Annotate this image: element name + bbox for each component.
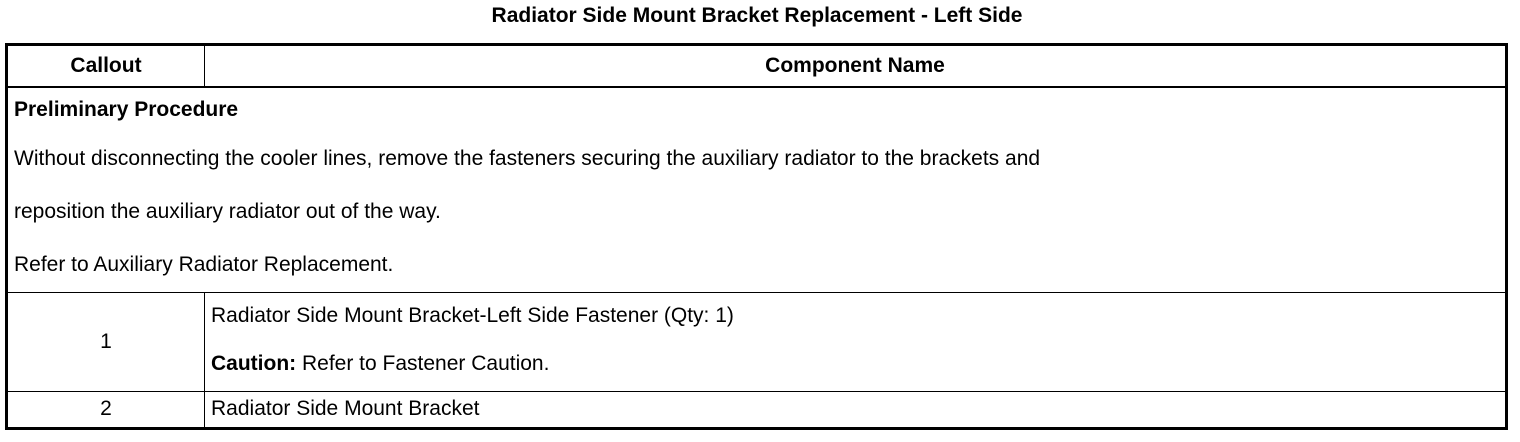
caution-label: Caution: xyxy=(211,351,297,375)
preliminary-procedure-heading: Preliminary Procedure xyxy=(14,97,239,121)
callout-number: 2 xyxy=(6,390,205,429)
table-row: 1 Radiator Side Mount Bracket-Left Side … xyxy=(6,291,1507,392)
caution-note: Caution: Refer to Fastener Caution. xyxy=(211,338,1499,390)
component-name: Radiator Side Mount Bracket-Left Side Fa… xyxy=(211,303,734,327)
callout-number: 1 xyxy=(6,291,205,392)
caution-text: Refer to Fastener Caution. xyxy=(296,351,550,375)
component-name-column-header: Component Name xyxy=(204,44,1507,88)
callout-column-header: Callout xyxy=(6,44,205,88)
preliminary-step-line: reposition the auxiliary radiator out of… xyxy=(14,199,441,223)
preliminary-step-line: Without disconnecting the cooler lines, … xyxy=(14,146,1041,170)
table-row: 2 Radiator Side Mount Bracket xyxy=(6,390,1507,429)
preliminary-reference-line: Refer to Auxiliary Radiator Replacement. xyxy=(14,252,394,276)
preliminary-procedure-cell: Preliminary Procedure Without disconnect… xyxy=(6,86,1507,293)
page-title: Radiator Side Mount Bracket Replacement … xyxy=(491,4,1023,27)
procedure-table: Callout Component Name Preliminary Proce… xyxy=(5,43,1508,430)
component-name-cell: Radiator Side Mount Bracket-Left Side Fa… xyxy=(204,291,1507,392)
table-header-row: Callout Component Name xyxy=(6,44,1507,88)
component-name: Radiator Side Mount Bracket xyxy=(204,390,1507,429)
preliminary-procedure-row: Preliminary Procedure Without disconnect… xyxy=(6,86,1507,293)
